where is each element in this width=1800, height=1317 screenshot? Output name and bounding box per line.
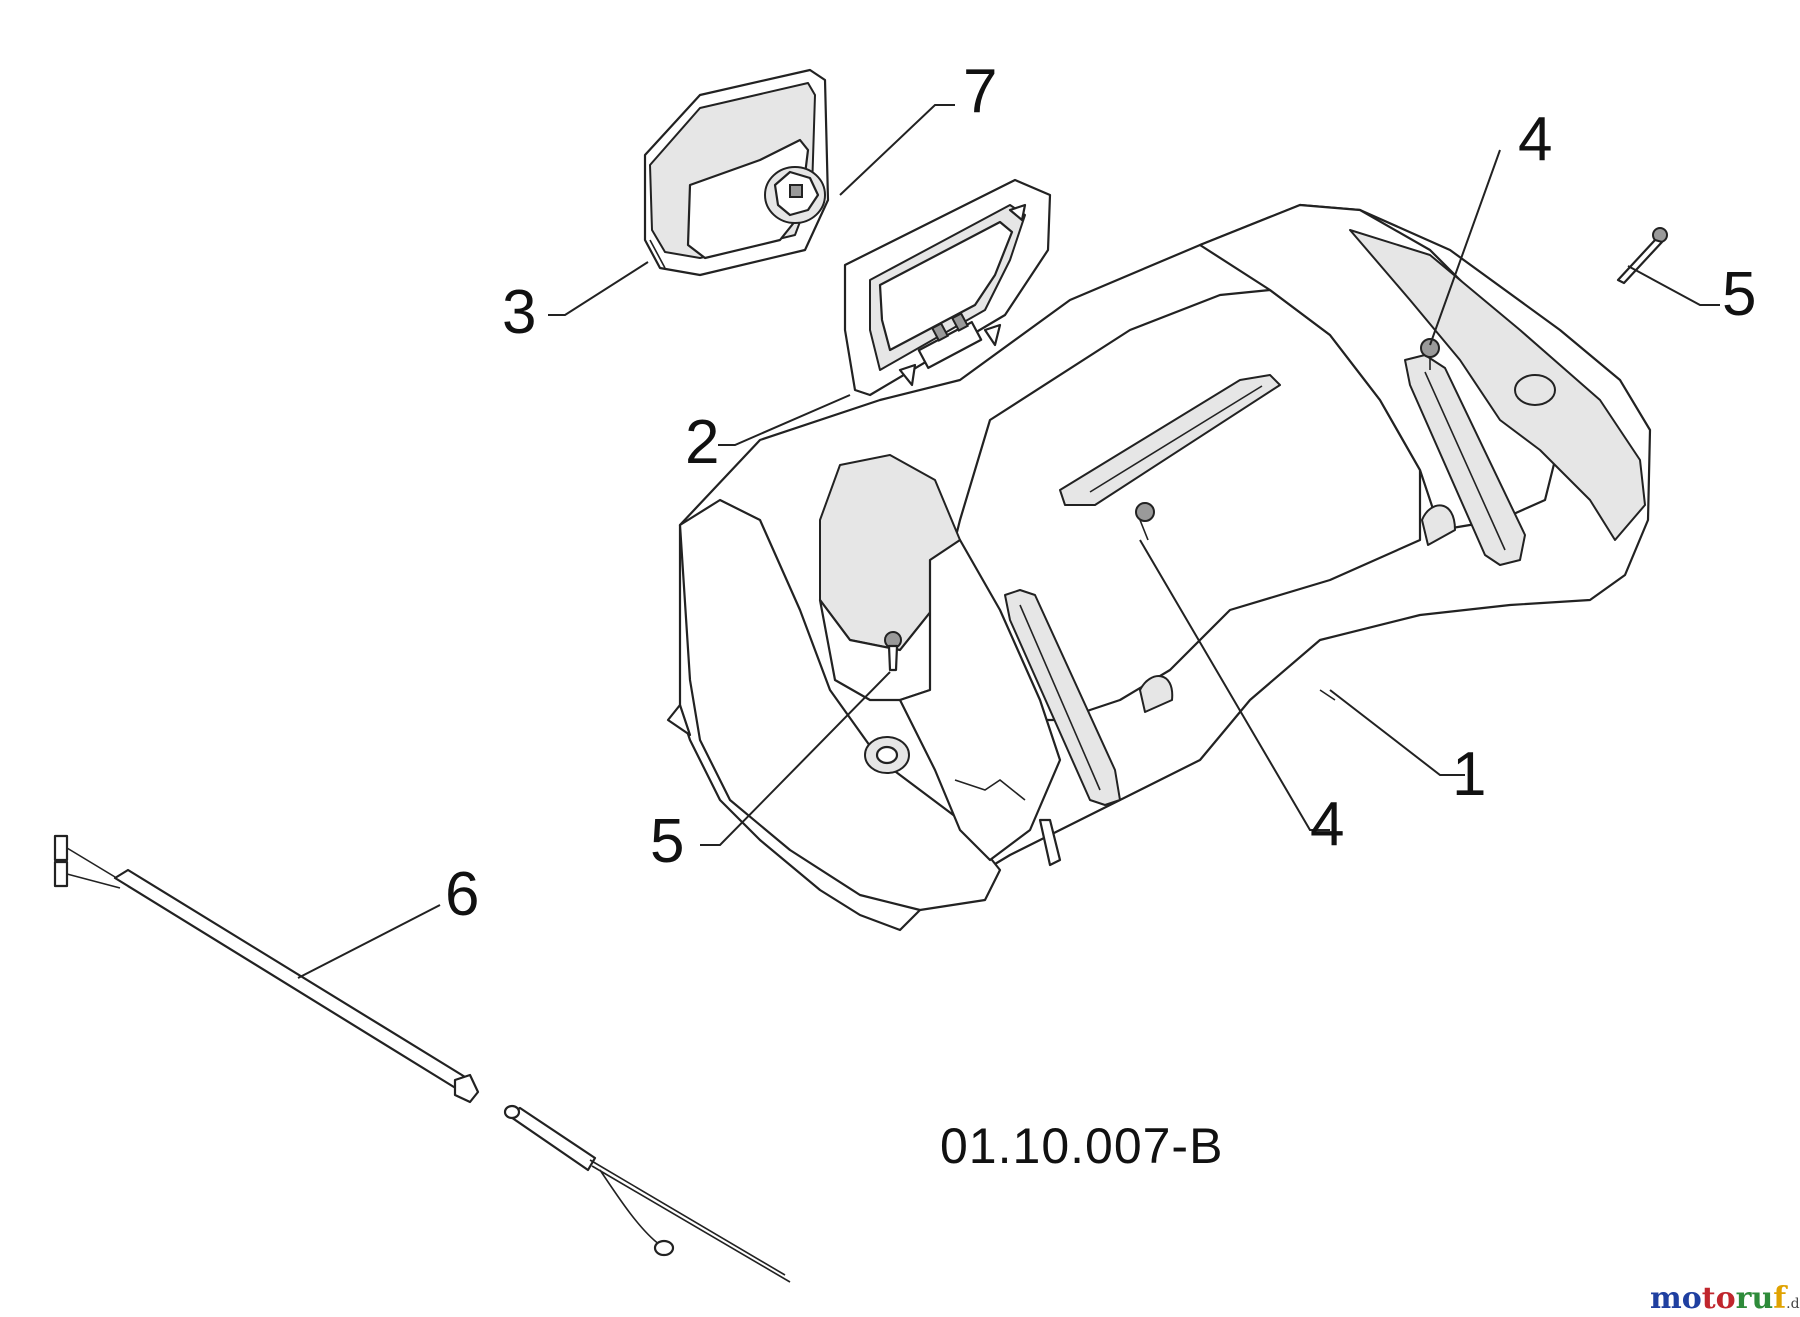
part-6-cable [53, 834, 791, 1283]
drawing-code: 01.10.007-B [940, 1118, 1223, 1174]
callout-1: 1 [1452, 740, 1486, 809]
leader-lines [297, 104, 1720, 979]
callout-3: 3 [502, 278, 536, 347]
part-3-headlamp [643, 68, 830, 277]
callout-5-right: 5 [1722, 260, 1756, 329]
svg-text:motoruf.de: motoruf.de [1650, 1281, 1800, 1316]
callout-7: 7 [963, 57, 997, 126]
part-4-screw-lower [1135, 502, 1155, 541]
part-2-headlight-frame [843, 178, 1052, 397]
part-5-bolt-left [884, 631, 902, 672]
part-1-hood [666, 203, 1652, 932]
callout-6: 6 [445, 860, 479, 929]
callout-4-upper: 4 [1518, 105, 1552, 174]
callouts: 1 2 3 4 4 5 5 6 7 [445, 57, 1756, 929]
callout-4-lower: 4 [1310, 790, 1344, 859]
callout-2: 2 [685, 408, 719, 477]
watermark-logo: motoruf.de [1650, 1281, 1800, 1316]
callout-5-left: 5 [650, 807, 684, 876]
part-4-screw-upper [1420, 338, 1440, 370]
